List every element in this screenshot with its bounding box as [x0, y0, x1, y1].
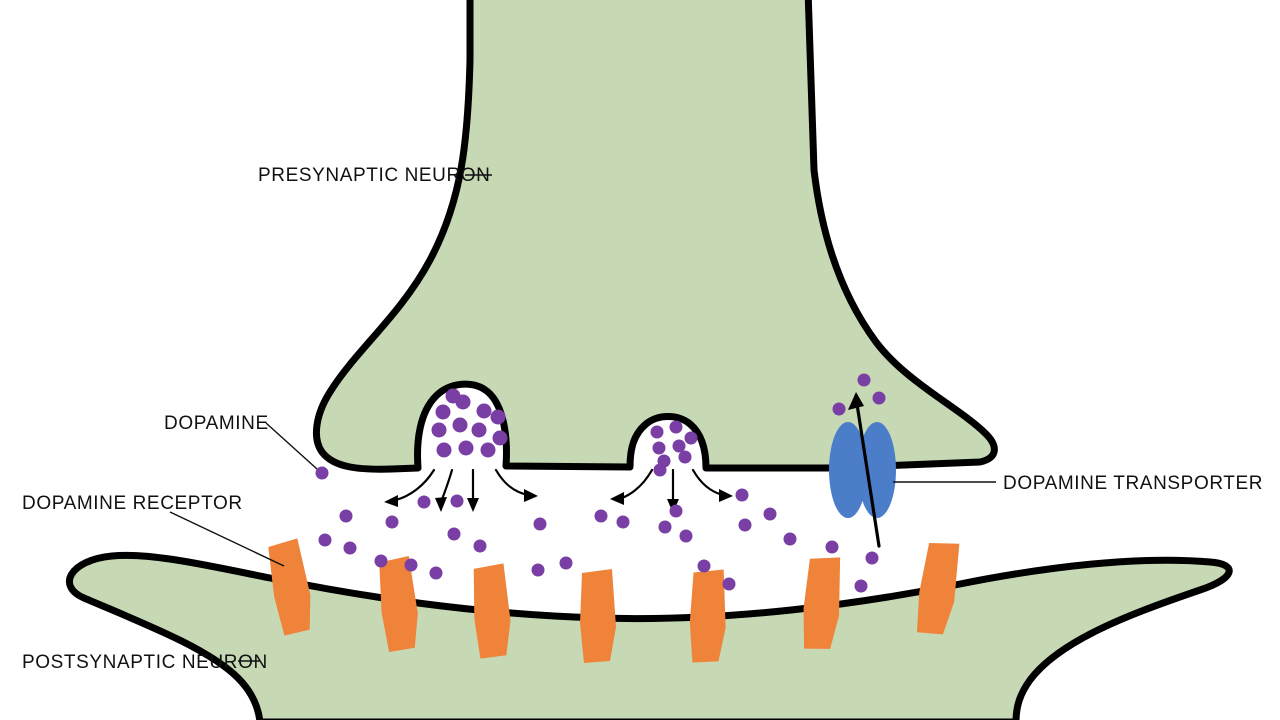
dopamine-molecule [559, 556, 573, 570]
label-group: PRESYNAPTIC NEURON DOPAMINE DOPAMINE REC… [22, 165, 1263, 673]
dopamine-molecule [452, 417, 468, 433]
dopamine-molecule [435, 404, 451, 420]
dopamine-molecule [672, 439, 686, 453]
transporter-lobe-right [858, 422, 896, 518]
release-arrow [394, 468, 436, 502]
dopamine-molecule [652, 441, 666, 455]
dopamine-molecule-group [315, 373, 886, 593]
dopamine-molecule [678, 450, 692, 464]
dopamine-molecule [318, 533, 332, 547]
dopamine-molecule [679, 529, 693, 543]
dopamine-molecule [653, 463, 667, 477]
dopamine-receptor[interactable] [377, 555, 421, 653]
dopamine-molecule [616, 515, 630, 529]
dopamine-molecule [825, 540, 839, 554]
release-arrow [620, 468, 654, 500]
dopamine-molecule [343, 541, 357, 555]
dopamine-molecule [533, 517, 547, 531]
dopamine-molecule [854, 579, 868, 593]
dopamine-molecule [735, 488, 749, 502]
arrowhead [610, 492, 624, 505]
dopamine-molecule [458, 440, 474, 456]
release-arrow-group-left [384, 468, 538, 512]
dopamine-molecule [476, 403, 492, 419]
dopamine-molecule [471, 422, 487, 438]
dopamine-molecule [339, 509, 353, 523]
dopamine-molecule [473, 539, 487, 553]
dopamine-receptor[interactable] [688, 568, 727, 663]
dopamine-molecule [872, 391, 886, 405]
dopamine-molecule [315, 466, 329, 480]
dopamine-molecule [658, 520, 672, 534]
dopamine-molecule [429, 566, 443, 580]
dopamine-receptor[interactable] [266, 538, 316, 636]
dopamine-molecule [431, 422, 447, 438]
dopamine-receptor[interactable] [913, 539, 963, 637]
label-presynaptic-neuron: PRESYNAPTIC NEURON [258, 165, 491, 186]
leader-line-group [169, 174, 996, 662]
dopamine-receptor[interactable] [580, 569, 616, 663]
dopamine-molecule [669, 420, 683, 434]
label-dopamine-transporter: DOPAMINE TRANSPORTER [1003, 473, 1263, 494]
dopamine-molecule [490, 409, 506, 425]
arrowhead [467, 498, 479, 512]
dopamine-molecule [492, 430, 508, 446]
dopamine-molecule [684, 431, 698, 445]
leader-line-dopamine-receptor [169, 511, 285, 567]
label-dopamine: DOPAMINE [164, 413, 269, 434]
arrowhead [524, 489, 538, 502]
dopamine-molecule [447, 527, 461, 541]
dopamine-molecule [417, 495, 431, 509]
arrowhead [435, 497, 447, 512]
dopamine-receptor[interactable] [800, 555, 844, 652]
dopamine-molecule [763, 507, 777, 521]
dopamine-molecule [650, 425, 664, 439]
release-arrow-group-right [610, 468, 733, 513]
dopamine-molecule [832, 402, 846, 416]
dopamine-molecule [480, 442, 496, 458]
dopamine-molecule [594, 509, 608, 523]
dopamine-molecule [445, 388, 461, 404]
dopamine-molecule [385, 515, 399, 529]
dopamine-molecule [450, 494, 464, 508]
label-postsynaptic-neuron: POSTSYNAPTIC NEURON [22, 652, 268, 673]
dopamine-molecule [436, 442, 452, 458]
reuptake-arrow [848, 392, 881, 548]
arrowhead [719, 489, 733, 502]
dopamine-molecule [865, 551, 879, 565]
label-dopamine-receptor: DOPAMINE RECEPTOR [22, 493, 243, 514]
dopamine-receptor-group [266, 538, 963, 663]
dopamine-transporter[interactable] [829, 422, 896, 518]
dopamine-molecule [783, 532, 797, 546]
dopamine-receptor[interactable] [472, 563, 513, 659]
dopamine-molecule [404, 558, 418, 572]
dopamine-molecule [669, 504, 683, 518]
transporter-lobe-left [829, 422, 867, 518]
dopamine-molecule [374, 554, 388, 568]
arrowhead [848, 392, 864, 410]
leader-line-dopamine [265, 422, 318, 470]
dopamine-molecule [738, 518, 752, 532]
dopamine-molecule [531, 563, 545, 577]
arrowhead [384, 495, 398, 507]
dopamine-molecule [697, 559, 711, 573]
dopamine-molecule [722, 577, 736, 591]
dopamine-molecule [857, 373, 871, 387]
